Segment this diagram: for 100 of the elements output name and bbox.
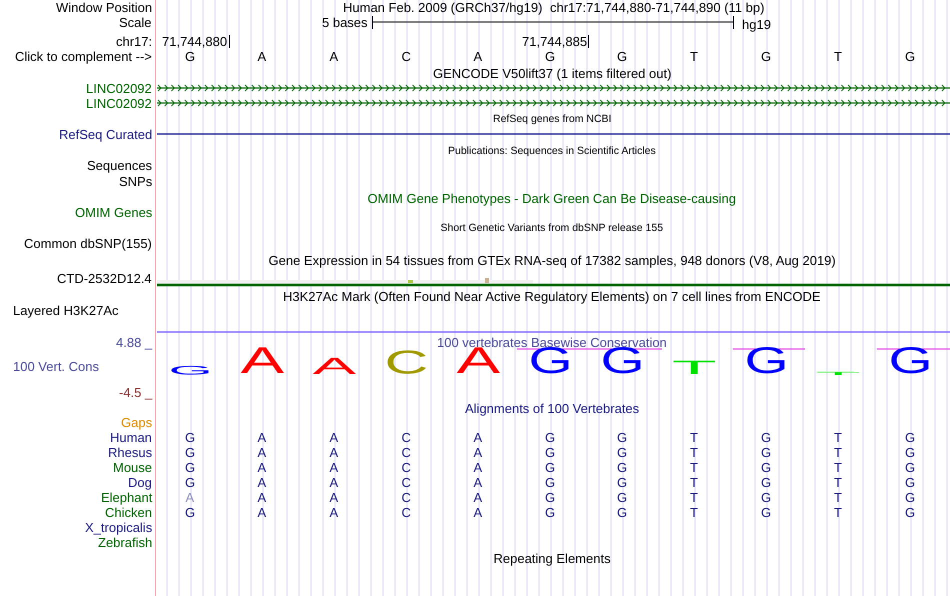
axis-label: 4.88 _ xyxy=(116,334,152,350)
aligned-base: G xyxy=(545,490,556,504)
track-title: RefSeq genes from NCBI xyxy=(493,112,612,126)
conservation-letter: G xyxy=(888,348,932,375)
track-title: Short Genetic Variants from dbSNP release 155 xyxy=(440,220,664,236)
aligned-base: T xyxy=(690,504,698,520)
aligned-base: T xyxy=(690,460,698,474)
conservation-letter: G xyxy=(168,366,212,375)
aligned-base: A xyxy=(474,490,482,504)
track-label: Layered H3K27Ac xyxy=(13,302,119,318)
assembly-text: Human Feb. 2009 (GRCh37/hg19) xyxy=(343,0,542,14)
aligned-base: G xyxy=(761,444,772,460)
aligned-base: G xyxy=(185,444,196,460)
aligned-base: G xyxy=(185,430,196,444)
aligned-base: G xyxy=(905,504,916,520)
aligned-base: A xyxy=(258,474,266,490)
row-label: Scale xyxy=(119,14,152,30)
aligned-base: G xyxy=(617,504,628,520)
track-label: RefSeq Curated xyxy=(59,126,152,142)
species-label: Dog xyxy=(128,474,152,490)
base-letter: G xyxy=(761,48,772,64)
aligned-base: A xyxy=(330,460,338,474)
aligned-base: G xyxy=(185,504,196,520)
track-title: GENCODE V50lift37 (1 items filtered out) xyxy=(433,66,672,80)
aligned-base: G xyxy=(545,504,556,520)
base-letter: T xyxy=(690,48,698,64)
aligned-base: G xyxy=(761,490,772,504)
aligned-base: C xyxy=(402,444,411,460)
aligned-base: T xyxy=(834,460,842,474)
track-title: Alignments of 100 Vertebrates xyxy=(465,400,640,416)
aligned-base: C xyxy=(402,430,411,444)
base-letter: A xyxy=(258,48,266,64)
aligned-base: T xyxy=(834,444,842,460)
track-label: LINC02092 xyxy=(86,96,152,110)
aligned-base: G xyxy=(905,474,916,490)
base-letter: T xyxy=(834,48,842,64)
aligned-base: G xyxy=(545,444,556,460)
row-label: Window Position xyxy=(56,0,152,14)
conservation-letter: A xyxy=(456,348,500,375)
aligned-base: C xyxy=(402,474,411,490)
aligned-base: G xyxy=(905,490,916,504)
aligned-base: T xyxy=(690,474,698,490)
conservation-letter: G xyxy=(744,348,788,375)
conservation-letter: A xyxy=(312,358,356,375)
row-label: Click to complement --> xyxy=(15,48,152,64)
conservation-letter: C xyxy=(384,351,428,375)
aligned-base: A xyxy=(330,504,338,520)
aligned-base: T xyxy=(834,430,842,444)
track-label: Common dbSNP(155) xyxy=(24,236,152,250)
track-title: Publications: Sequences in Scientific Articles xyxy=(448,144,656,158)
aligned-base: A xyxy=(258,504,266,520)
aligned-base: G xyxy=(545,430,556,444)
track-title: Repeating Elements xyxy=(494,550,611,566)
aligned-base: G xyxy=(617,460,628,474)
aligned-base: A xyxy=(258,430,266,444)
aligned-base: G xyxy=(905,460,916,474)
scale-label: 5 bases xyxy=(322,14,368,30)
base-letter: A xyxy=(474,48,482,64)
aligned-base: T xyxy=(690,444,698,460)
aligned-base: T xyxy=(690,490,698,504)
axis-label: -4.5 _ xyxy=(119,384,152,400)
track-label: SNPs xyxy=(119,174,152,188)
species-label: Elephant xyxy=(101,490,152,504)
aligned-base: C xyxy=(402,460,411,474)
row-label: chr17: xyxy=(116,34,152,48)
species-label: X_tropicalis xyxy=(85,520,152,534)
conservation-letter: A xyxy=(240,348,284,375)
aligned-base: G xyxy=(905,430,916,444)
aligned-base: A xyxy=(258,444,266,460)
track-label: CTD-2532D12.4 xyxy=(57,270,152,286)
aligned-base: A xyxy=(474,444,482,460)
aligned-base: G xyxy=(761,460,772,474)
aligned-base: G xyxy=(185,460,196,474)
species-label: Chicken xyxy=(105,504,152,520)
coordinate-label: 71,744,880 xyxy=(162,34,228,48)
aligned-base: G xyxy=(617,490,628,504)
position-text: chr17:71,744,880-71,744,890 (11 bp) xyxy=(550,0,764,14)
track-label: Sequences xyxy=(87,158,152,172)
coordinate-label: 71,744,885 xyxy=(522,34,588,48)
conservation-letter: T xyxy=(672,361,717,375)
aligned-base: A xyxy=(186,490,194,504)
aligned-base: G xyxy=(761,430,772,444)
aligned-base: A xyxy=(474,460,482,474)
aligned-base: A xyxy=(258,460,266,474)
species-label: Mouse xyxy=(113,460,152,474)
aligned-base: T xyxy=(834,490,842,504)
aligned-base: G xyxy=(905,444,916,460)
aligned-base: A xyxy=(330,474,338,490)
aligned-base: A xyxy=(474,430,482,444)
aligned-base: G xyxy=(185,474,196,490)
track-title: Gene Expression in 54 tissues from GTEx RNA-seq of 17382 samples, 948 donors (V8, Aug 2019) xyxy=(268,252,836,268)
species-label: Rhesus xyxy=(108,444,152,460)
aligned-base: C xyxy=(402,504,411,520)
base-letter: G xyxy=(617,48,628,64)
aligned-base: G xyxy=(761,504,772,520)
track-title: H3K27Ac Mark (Often Found Near Active Regulatory Elements) on 7 cell lines from ENCODE xyxy=(283,288,821,304)
aligned-base: A xyxy=(258,490,266,504)
conservation-letter: G xyxy=(600,348,644,375)
species-label: Zebrafish xyxy=(98,534,152,550)
track-label: Gaps xyxy=(121,414,152,430)
